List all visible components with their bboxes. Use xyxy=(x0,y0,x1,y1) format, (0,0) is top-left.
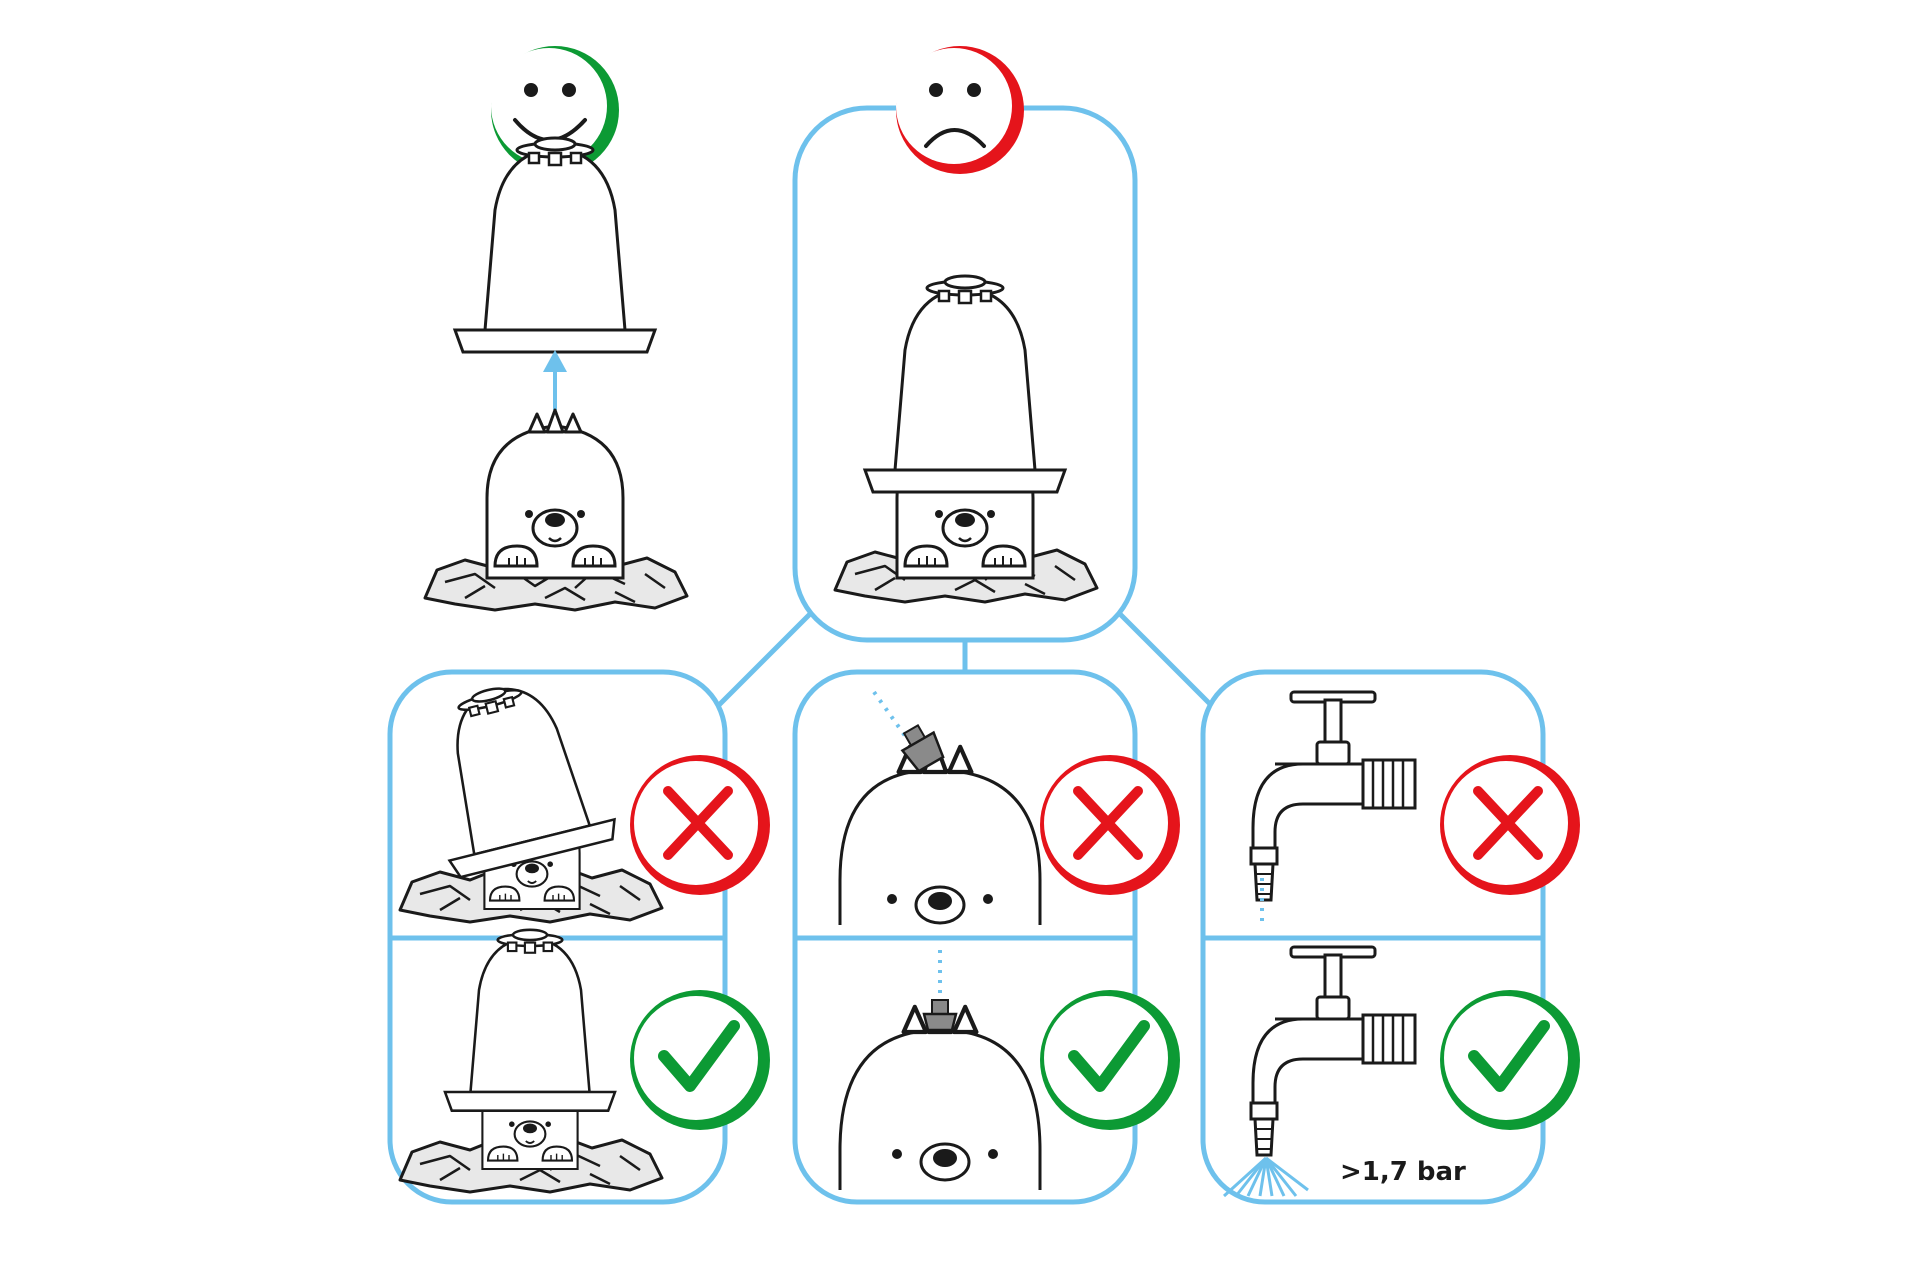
water-spray xyxy=(1222,1156,1309,1198)
panel-nozzle-placement xyxy=(792,669,1180,1205)
negative-illustration xyxy=(792,46,1138,643)
connector-lines xyxy=(710,610,1220,714)
right-nozzle-straight xyxy=(838,950,1042,1190)
check-mark-icon xyxy=(1440,990,1580,1130)
cross-mark-icon xyxy=(630,755,770,895)
panel-cover-placement xyxy=(387,668,770,1205)
cross-mark-icon xyxy=(1040,755,1180,895)
check-mark-icon xyxy=(630,990,770,1130)
positive-illustration xyxy=(423,46,689,612)
wrong-nozzle-tilted xyxy=(838,690,1042,925)
pressure-label: >1,7 bar xyxy=(1340,1157,1466,1187)
panel-water-pressure: >1,7 bar xyxy=(1200,669,1580,1205)
cover-dome-separate xyxy=(453,136,657,354)
lift-arrow-icon xyxy=(543,350,567,410)
mole-sprinkler-base xyxy=(423,408,689,612)
sad-face-icon xyxy=(896,46,1024,174)
check-mark-icon xyxy=(1040,990,1180,1130)
cross-mark-icon xyxy=(1440,755,1580,895)
smiley-face-icon xyxy=(491,46,619,174)
